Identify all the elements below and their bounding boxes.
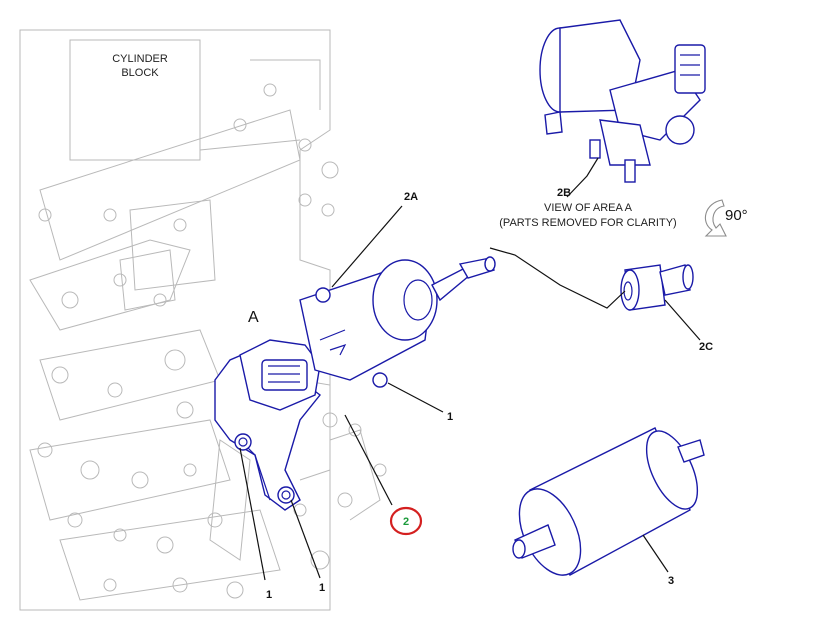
- view-of-area-a-label: VIEW OF AREA A: [544, 202, 633, 214]
- callout-2: 2: [403, 516, 409, 528]
- fitting-2c: [620, 264, 694, 311]
- parts-removed-label: (PARTS REMOVED FOR CLARITY): [499, 217, 676, 229]
- callout-2a: 2A: [404, 191, 418, 203]
- callout-1-right: 1: [447, 411, 453, 423]
- area-a-label: A: [248, 309, 259, 326]
- rotation-label: 90°: [725, 207, 748, 224]
- fuel-filter-3: [512, 427, 705, 576]
- cylinder-block-label-line1: CYLINDER: [112, 53, 168, 65]
- callout-1-left: 1: [266, 589, 272, 601]
- callout-1-bottom: 1: [319, 582, 325, 594]
- leader-lines: [239, 157, 701, 581]
- area-a-detail-view: [539, 19, 706, 183]
- callout-2c: 2C: [699, 341, 713, 353]
- fuel-valve-assembly: [214, 256, 496, 511]
- rotate-90-icon: [704, 199, 727, 237]
- callout-2b: 2B: [557, 187, 571, 199]
- highlight-circle: [389, 506, 423, 536]
- callout-3: 3: [668, 575, 674, 587]
- cylinder-block-label-line2: BLOCK: [121, 67, 159, 79]
